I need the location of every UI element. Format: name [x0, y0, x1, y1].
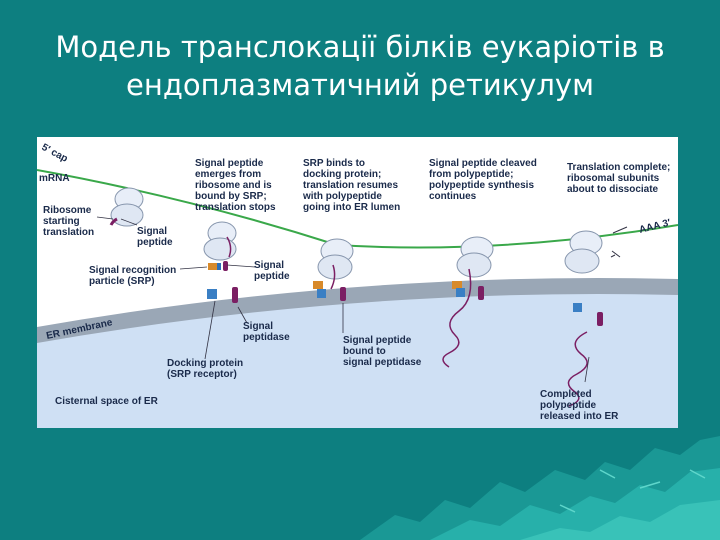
label-step-1: Signal peptide emerges from ribosome and…	[195, 158, 276, 213]
label-cisternal-space: Cisternal space of ER	[55, 396, 159, 407]
title-line-1: Модель транслокації білків еукаріотів в	[55, 30, 664, 64]
label-step-3: Signal peptide cleaved from polypeptide;…	[429, 158, 540, 202]
ribosome-2	[204, 222, 236, 271]
label-mrna: mRNA	[39, 173, 70, 184]
label-srp: Signal recognition particle (SRP)	[89, 265, 179, 287]
slide-title: Модель транслокації білків еукаріотів в …	[20, 28, 700, 104]
label-signal-peptide-1: Signal peptide	[137, 226, 173, 248]
label-5-cap: 5′ cap	[40, 142, 70, 165]
translocation-diagram: 5′ cap mRNA Ribosome starting translatio…	[37, 137, 678, 428]
label-docking-protein: Docking protein (SRP receptor)	[167, 358, 246, 380]
label-step-4: Translation complete; ribosomal subunits…	[567, 162, 673, 195]
ribosome-1	[111, 188, 143, 226]
label-ribosome-starting: Ribosome starting translation	[43, 205, 94, 238]
label-step-2: SRP binds to docking protein; translatio…	[302, 158, 401, 213]
label-aaa-3: AAA 3′	[638, 217, 672, 236]
label-signal-peptide-2: Signal peptide	[254, 260, 290, 282]
title-line-2: ендоплазматичний ретикулум	[126, 68, 594, 102]
